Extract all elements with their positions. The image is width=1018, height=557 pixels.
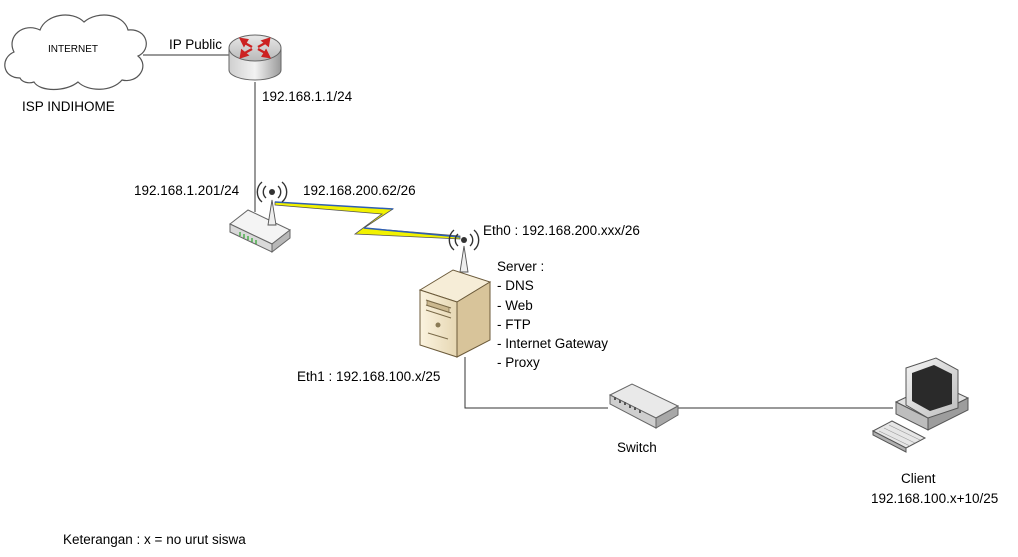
router-ip-label: 192.168.1.1/24	[262, 89, 353, 104]
wireless-link	[274, 201, 461, 240]
client-label: Client	[901, 471, 936, 486]
ap-left-ip-label: 192.168.1.201/24	[134, 183, 240, 198]
ip-public-label: IP Public	[169, 37, 223, 52]
server-icon	[418, 269, 492, 358]
cloud-label: INTERNET	[48, 44, 98, 55]
access-point-icon	[229, 181, 291, 254]
service-item: - FTP	[497, 316, 531, 332]
internet-cloud-icon	[4, 14, 147, 91]
switch-label: Switch	[617, 440, 657, 455]
ap-right-ip-label: 192.168.200.62/26	[303, 183, 416, 198]
switch-icon	[608, 383, 680, 429]
server-title: Server :	[497, 259, 545, 274]
client-pc-icon	[871, 357, 970, 453]
note-text: Keterangan : x = no urut siswa	[63, 532, 246, 547]
service-item: - DNS	[497, 278, 534, 294]
connection-lines	[143, 54, 893, 409]
eth1-label: Eth1 : 192.168.100.x/25	[297, 369, 441, 384]
server-services-list: Server : - DNS - Web - FTP - Internet Ga…	[497, 257, 608, 373]
client-ip-label: 192.168.100.x+10/25	[871, 491, 999, 506]
router-icon	[228, 34, 282, 81]
service-item: - Proxy	[497, 355, 540, 371]
service-item: - Web	[497, 297, 533, 313]
eth0-label: Eth0 : 192.168.200.xxx/26	[483, 223, 640, 238]
server-antenna-icon	[448, 229, 480, 273]
service-item: - Internet Gateway	[497, 336, 609, 352]
isp-caption: ISP INDIHOME	[22, 99, 115, 114]
link-server-switch	[464, 357, 608, 409]
